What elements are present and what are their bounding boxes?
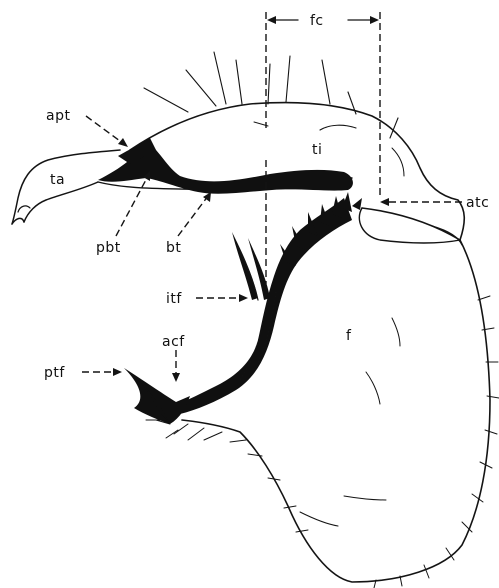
- label-atc: atc: [466, 195, 489, 211]
- posterior-finger: [124, 368, 190, 424]
- label-fc: fc: [310, 13, 324, 29]
- label-pbt: pbt: [96, 240, 121, 256]
- label-ti: ti: [312, 142, 322, 158]
- tarsus: [12, 150, 120, 224]
- label-ptf: ptf: [44, 365, 65, 381]
- label-f: f: [346, 328, 352, 344]
- fc-guides: [266, 12, 380, 284]
- tibia-setae: [144, 52, 398, 138]
- label-itf: itf: [166, 291, 182, 307]
- label-bt: bt: [166, 240, 181, 256]
- femur-inner-margin: [178, 192, 362, 414]
- label-acf: acf: [162, 334, 185, 350]
- label-apt: apt: [46, 108, 70, 124]
- label-ta: ta: [50, 172, 65, 188]
